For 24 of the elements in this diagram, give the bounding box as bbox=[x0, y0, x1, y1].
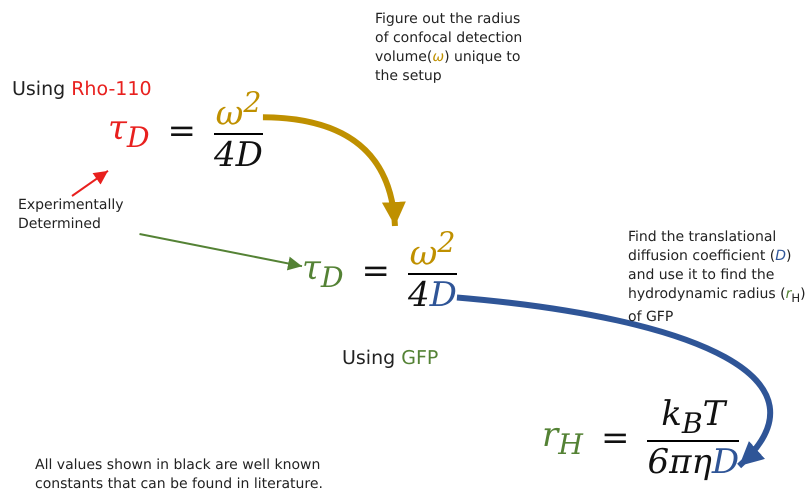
math-term: = bbox=[600, 418, 630, 458]
math-term: D bbox=[430, 275, 457, 316]
math-term: 6πη bbox=[647, 442, 712, 482]
math-term: ω$^{2}$ bbox=[216, 86, 262, 134]
arrow bbox=[71, 170, 109, 197]
math-term: = bbox=[168, 110, 196, 151]
caption-text: Using Rho-110 bbox=[12, 78, 152, 100]
math-term: D bbox=[712, 442, 740, 482]
arrow bbox=[456, 294, 773, 468]
arrow bbox=[262, 114, 405, 226]
math-term: τ$_{D}$ bbox=[108, 108, 150, 154]
math-term: r$_{H}$ bbox=[542, 415, 583, 461]
arrow bbox=[139, 233, 302, 270]
math-term: 4 bbox=[408, 275, 430, 316]
math-term: τ$_{D}$ bbox=[302, 248, 344, 294]
caption-text: Using GFP bbox=[342, 347, 438, 369]
math-term: 4D bbox=[214, 135, 263, 176]
annotation-text: Experimentally Determined bbox=[18, 196, 153, 234]
math-term: ω$^{2}$ bbox=[410, 226, 456, 274]
math-term: k$_{B}$T bbox=[661, 394, 726, 440]
note-text: All values shown in black are well known constants that can be found in literature. bbox=[35, 456, 324, 494]
annotation-text: Find the translational diffusion coefficient (D) and use it to find the hydrodynamic radius (r$_{H}$) of GFP bbox=[628, 228, 810, 327]
annotation-text: Figure out the radius of confocal detection volume(ω) unique to the setup bbox=[375, 10, 535, 86]
math-term: = bbox=[362, 250, 390, 291]
